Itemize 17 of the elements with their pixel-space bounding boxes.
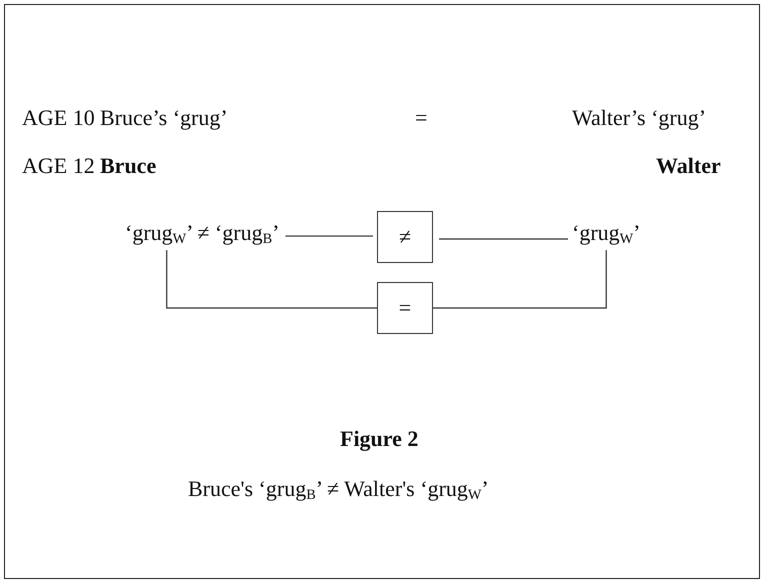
age-label: AGE 10 xyxy=(22,107,95,129)
term-label: Walter’s ‘grug’ xyxy=(572,107,706,129)
name-label: Bruce xyxy=(100,155,156,177)
relation-box: ≠ xyxy=(377,211,433,263)
figure-caption: Bruce's ‘grug$_{B}$’ ≠ Walter's ‘grug$_{W}$’ xyxy=(188,478,489,502)
connector-line xyxy=(285,235,373,237)
expression-label: ‘grug$_{W}$’ ≠ ‘grug$_{B}$’ xyxy=(125,222,280,246)
connector-line xyxy=(433,250,607,309)
name-label: Walter xyxy=(656,155,721,177)
age-label: AGE 12 xyxy=(22,155,95,177)
connector-line xyxy=(166,250,377,309)
relation-box: = xyxy=(377,282,433,334)
term-label: Bruce’s ‘grug’ xyxy=(100,107,228,129)
figure-title: Figure 2 xyxy=(340,428,418,450)
expression-label: ‘grug$_{W}$’ xyxy=(572,222,640,246)
equals-sign: = xyxy=(415,107,428,129)
connector-line xyxy=(439,238,568,240)
